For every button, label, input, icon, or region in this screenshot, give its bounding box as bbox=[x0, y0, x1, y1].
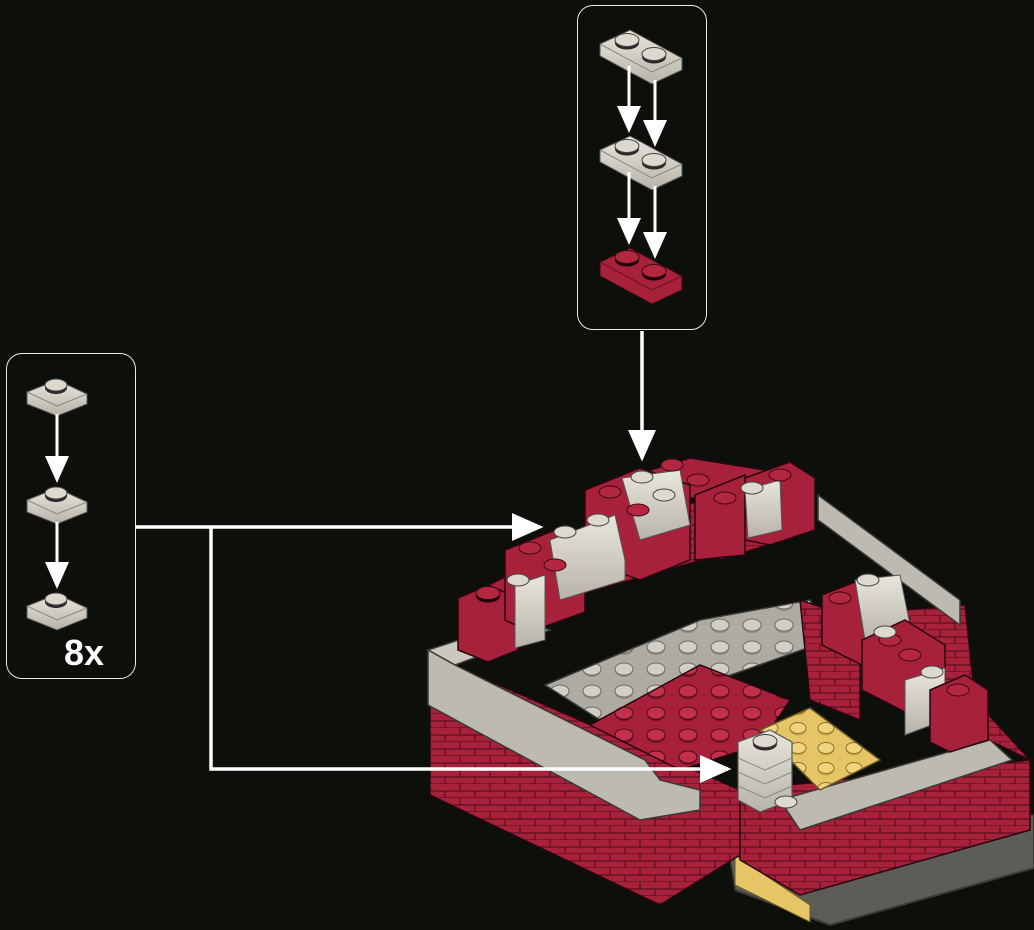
white-plate-icon bbox=[600, 136, 682, 190]
top-callout-parts bbox=[600, 30, 682, 304]
white-plate-icon bbox=[27, 487, 87, 524]
white-plate-icon bbox=[27, 593, 87, 630]
quantity-label: 8x bbox=[64, 633, 104, 673]
white-plate-icon bbox=[600, 30, 682, 84]
left-callout-parts bbox=[27, 379, 87, 630]
white-plate-icon bbox=[27, 379, 87, 416]
red-plate-icon bbox=[600, 248, 682, 304]
